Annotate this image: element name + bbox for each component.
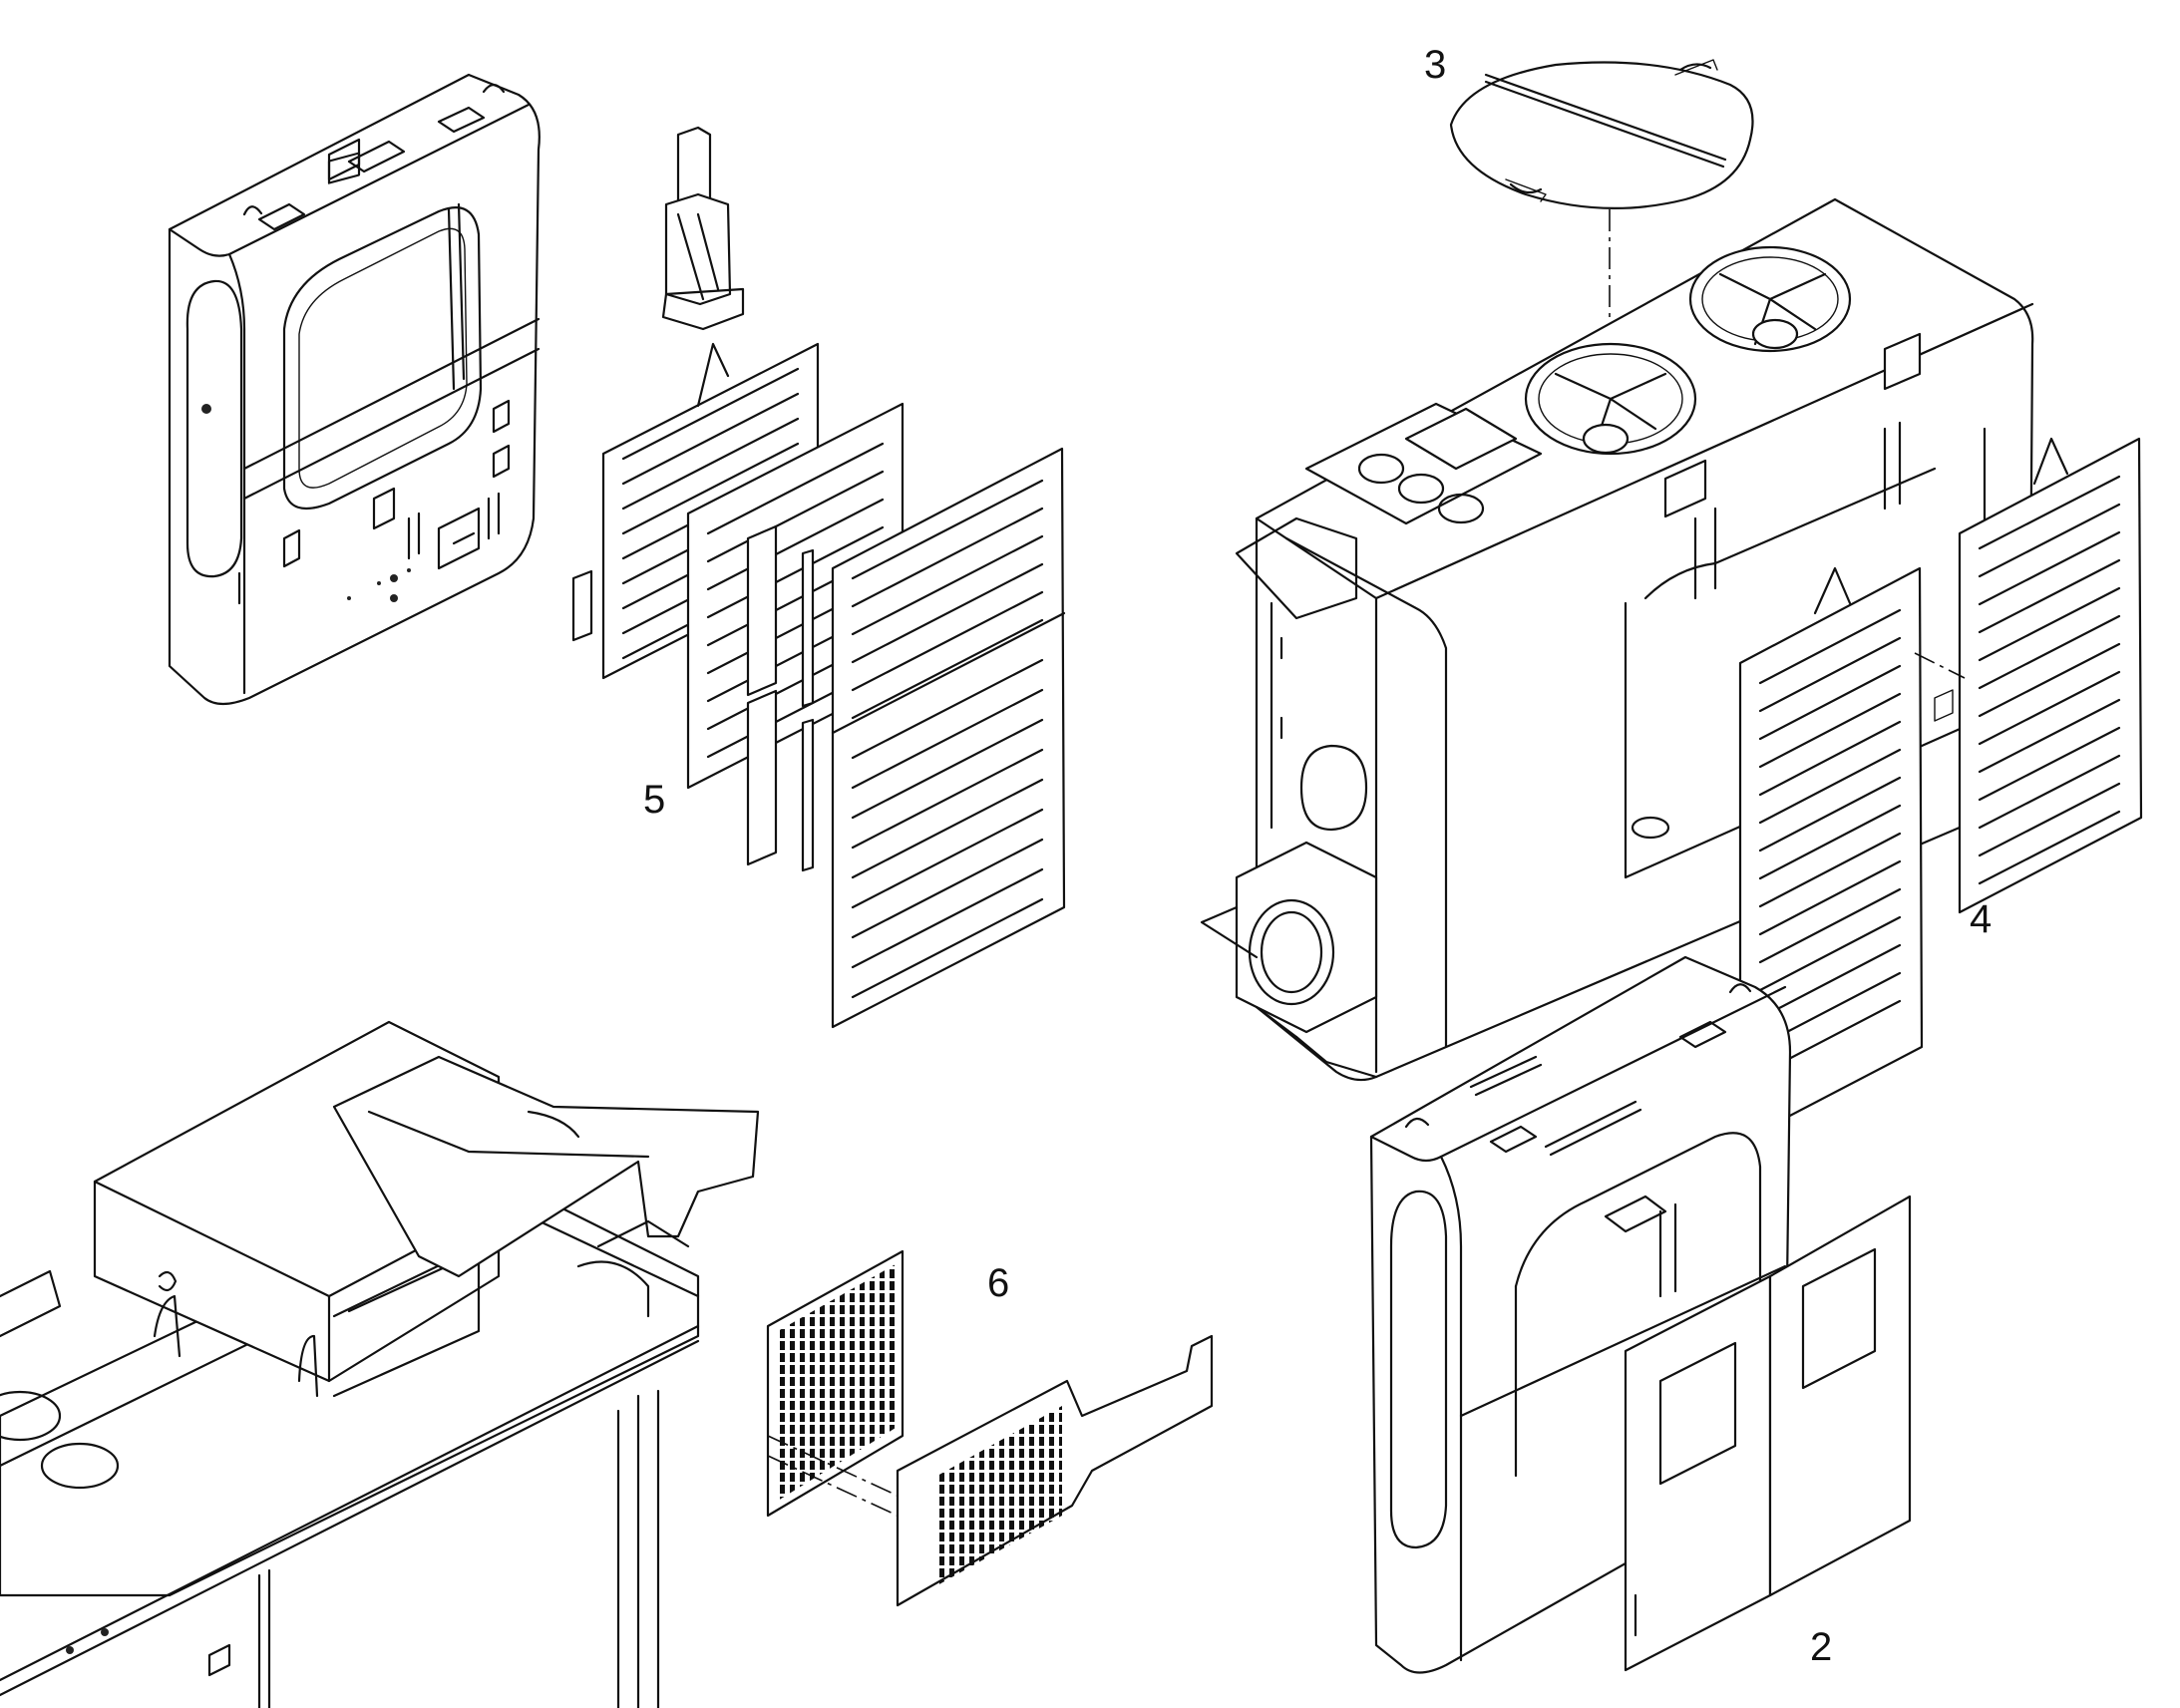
callout-4: 4	[1970, 897, 1992, 941]
callout-labels: 2 3 4 5 6	[643, 43, 1992, 1669]
callout-5: 5	[643, 778, 665, 822]
callout-6: 6	[987, 1261, 1009, 1305]
callout-3: 3	[1424, 43, 1446, 87]
item-6-perforated-guards	[766, 1249, 1214, 1607]
top-left-cab-frame	[168, 73, 541, 706]
item-2-cab-with-doors	[1369, 955, 1912, 1674]
item-4-vent-panels	[1738, 437, 2143, 1144]
bottom-left-frame-assembly	[0, 1020, 760, 1708]
callout-2: 2	[1810, 1625, 1832, 1669]
item-5-vent-panels	[571, 126, 1066, 1029]
item-3-round-cover	[1449, 59, 1754, 319]
